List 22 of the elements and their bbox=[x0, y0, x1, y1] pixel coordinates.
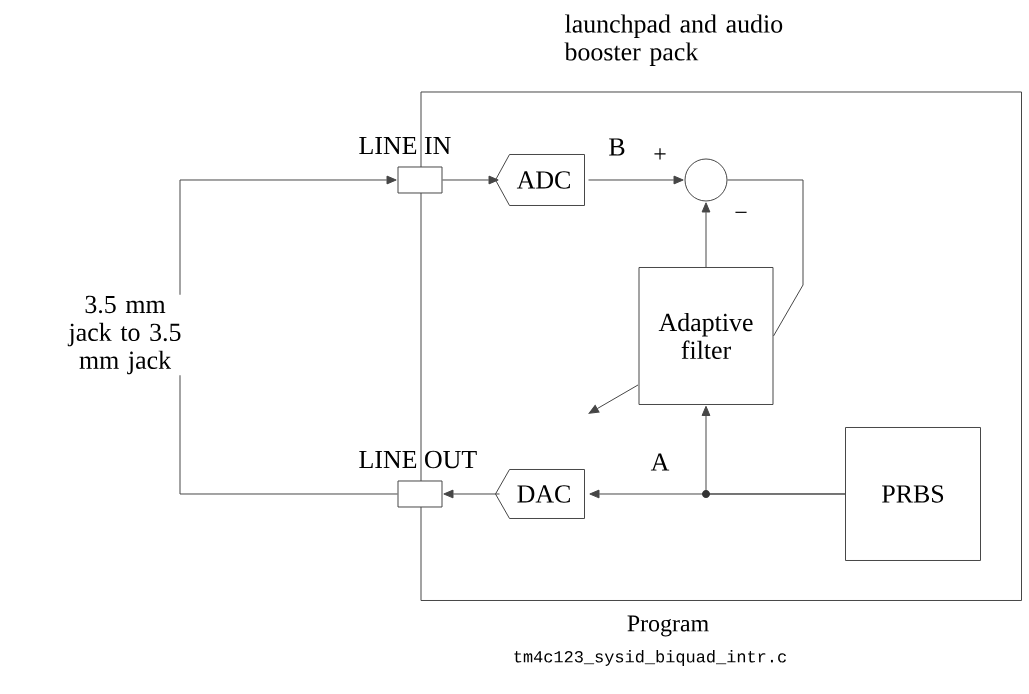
arrow bbox=[701, 405, 846, 495]
block: Adaptive filter bbox=[638, 267, 774, 405]
jack-label: LINE OUT bbox=[359, 450, 477, 469]
text-label: Program bbox=[627, 615, 709, 637]
text-label: + bbox=[654, 148, 666, 160]
summing-junction bbox=[684, 158, 728, 202]
text-label: − bbox=[735, 211, 747, 213]
text-label: tm4c123_sysid_biquad_intr.c bbox=[514, 650, 786, 666]
converter-block: DAC bbox=[495, 469, 585, 519]
arrow bbox=[442, 175, 499, 185]
edge-label: B bbox=[607, 137, 627, 157]
edge-label: 3.5 mm jack to 3.5 mm jack bbox=[44, 294, 206, 376]
arrow bbox=[588, 175, 684, 185]
board-title: launchpad and audio booster pack bbox=[564, 14, 783, 66]
edge-label: A bbox=[649, 452, 671, 472]
arrow bbox=[443, 489, 500, 499]
arrow bbox=[701, 202, 711, 268]
jack-label: LINE IN bbox=[359, 137, 451, 154]
arrow bbox=[179, 175, 398, 495]
block: PRBS bbox=[845, 427, 981, 561]
converter-block: ADC bbox=[495, 154, 585, 206]
arrow bbox=[588, 384, 639, 414]
